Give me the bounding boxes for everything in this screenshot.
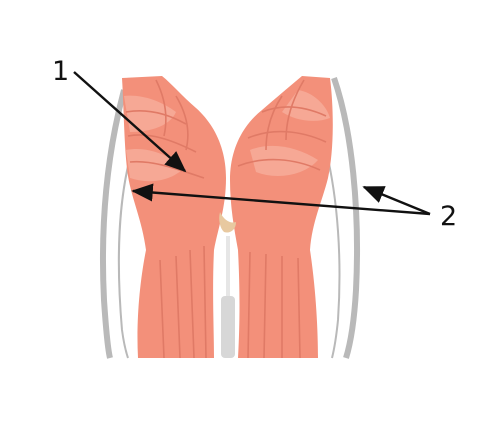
right-fascia-band	[325, 77, 360, 359]
left-fascia-band	[100, 89, 133, 359]
label-1-arrow	[73, 71, 187, 173]
sacrum-region	[219, 212, 236, 358]
label-1: 1	[52, 56, 69, 87]
label-2-arrow-right	[362, 185, 431, 216]
label-2: 2	[440, 201, 457, 232]
left-gluteus-muscle	[122, 76, 226, 359]
right-gluteus-muscle	[230, 76, 333, 359]
label-2-arrow-left	[131, 183, 431, 216]
